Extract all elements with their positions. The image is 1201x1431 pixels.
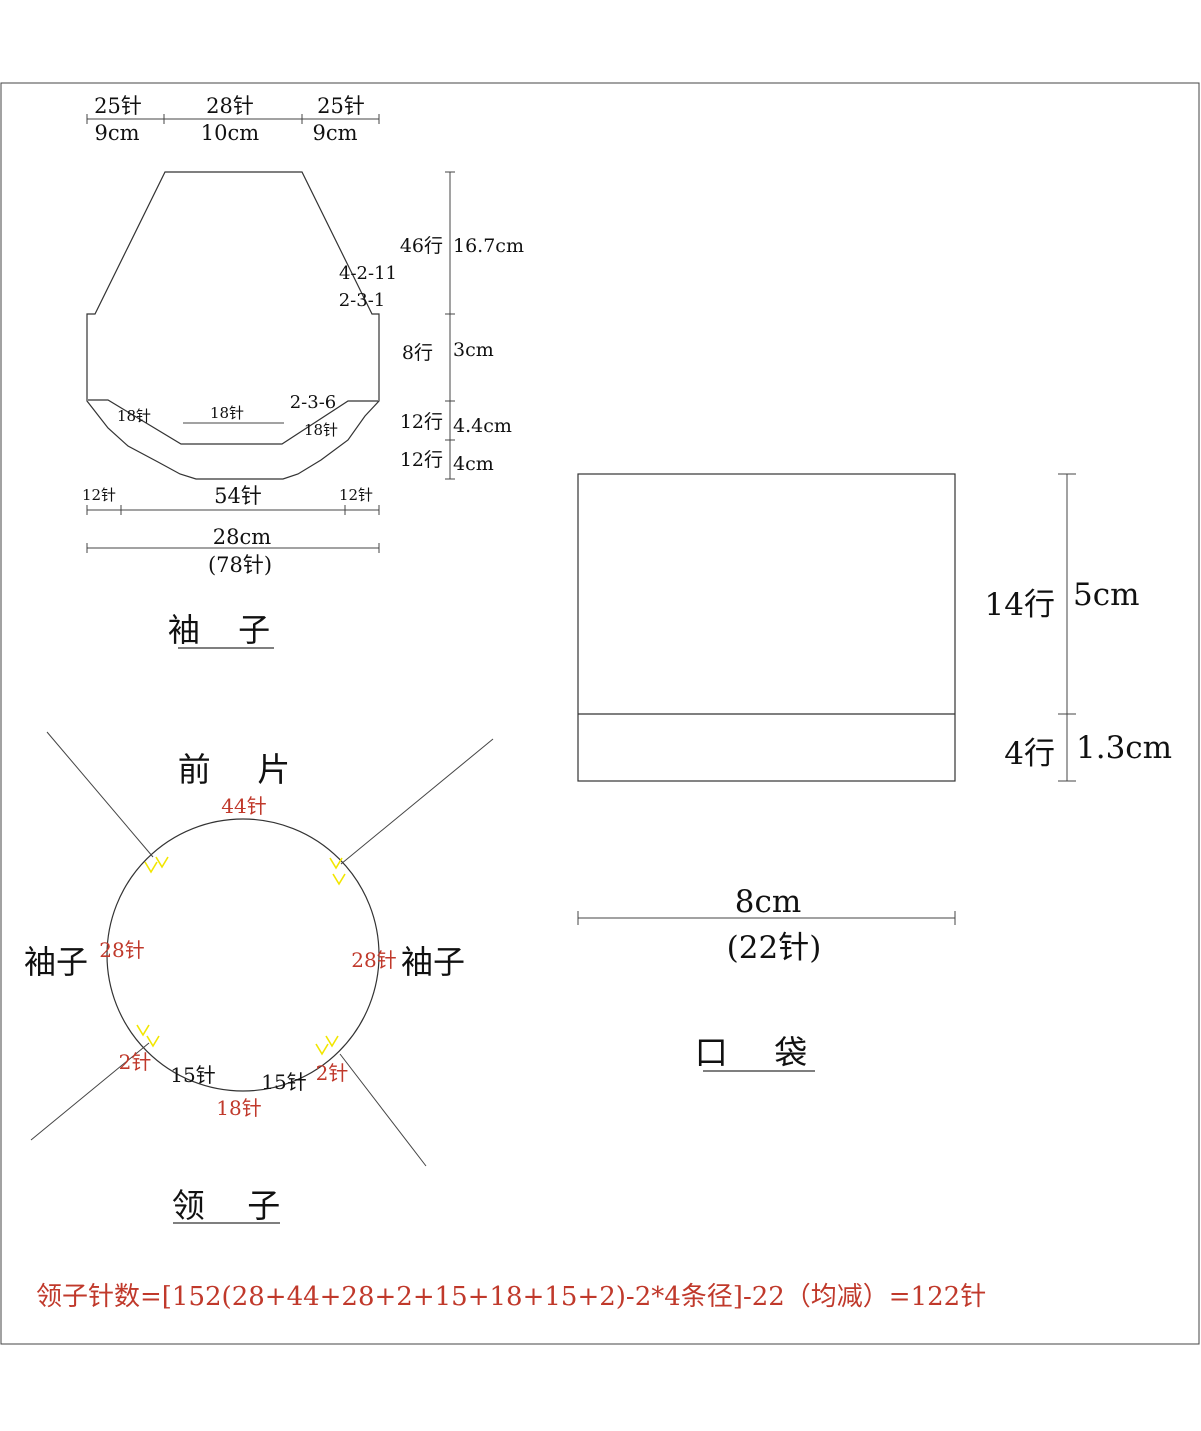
sleeve-outline xyxy=(86,171,380,480)
pocket-rows-rib: 4行 xyxy=(1004,736,1055,772)
pocket-rows-main: 14行 xyxy=(985,587,1055,623)
raglan-line-top-left xyxy=(46,731,154,858)
pocket-title: 口 袋 xyxy=(695,1033,826,1072)
collar-right-label: 袖子 xyxy=(401,943,465,981)
sleeve-inner-left: 18针 xyxy=(117,407,151,425)
collar-left-label: 袖子 xyxy=(24,943,88,981)
collar-left-count: 28针 xyxy=(99,938,144,962)
sleeve-height-3: 4.4cm xyxy=(453,415,512,437)
collar-back-left: 15针 xyxy=(170,1063,215,1087)
collar-title: 领 子 xyxy=(172,1186,297,1225)
sleeve-diagram: 25针 28针 25针 9cm 10cm 9cm 18针 18针 18针 2-3… xyxy=(82,94,524,649)
sleeve-total-count: (78针) xyxy=(208,553,272,577)
pocket-width: 8cm xyxy=(735,884,801,920)
sleeve-bottom-left: 12针 xyxy=(82,486,116,504)
sleeve-inner-right: 18针 xyxy=(304,421,338,439)
sleeve-decrease-2: 2-3-1 xyxy=(339,290,386,311)
sleeve-total-width: 28cm xyxy=(213,525,271,549)
yarn-marker-bottom-right xyxy=(315,1035,339,1056)
collar-circle xyxy=(106,818,380,1092)
sleeve-bottom-right: 12针 xyxy=(339,486,373,504)
sleeve-decrease-1: 4-2-11 xyxy=(339,263,397,284)
sleeve-top-count-left: 25针 xyxy=(94,94,142,118)
sleeve-height-2: 3cm xyxy=(453,339,494,361)
raglan-line-bottom-right xyxy=(339,1053,427,1167)
sleeve-rows-3: 12行 xyxy=(400,411,443,433)
pocket-height-main: 5cm xyxy=(1073,577,1139,613)
collar-formula: 领子针数=[152(28+44+28+2+15+18+15+2)-2*4条径]-… xyxy=(36,1282,986,1312)
sleeve-rows-1: 46行 xyxy=(400,235,443,257)
sleeve-top-width-left: 9cm xyxy=(94,121,139,145)
sleeve-top-count-mid: 28针 xyxy=(206,94,254,118)
sleeve-top-width-right: 9cm xyxy=(312,121,357,145)
yarn-marker-top-right xyxy=(329,857,346,886)
yarn-marker-top-left xyxy=(144,856,169,874)
sleeve-top-count-right: 25针 xyxy=(317,94,365,118)
sleeve-height-1: 16.7cm xyxy=(453,235,524,257)
frame-border xyxy=(0,82,1200,1345)
pocket-count: (22针) xyxy=(727,930,822,966)
collar-front-count: 44针 xyxy=(221,794,266,818)
collar-lower-left-count: 2针 xyxy=(119,1050,152,1074)
sleeve-decrease-3: 2-3-6 xyxy=(290,392,337,413)
pocket-diagram: 14行 5cm 4行 1.3cm 8cm (22针) 口 袋 xyxy=(577,473,1172,1072)
collar-diagram: 前 片 44针 袖子 28针 袖子 28针 2针 2针 15针 15针 18针 … xyxy=(24,731,494,1225)
sleeve-inner-mid: 18针 xyxy=(210,404,244,422)
sleeve-top-width-mid: 10cm xyxy=(201,121,259,145)
collar-back-right: 15针 xyxy=(261,1070,306,1094)
pocket-height-rib: 1.3cm xyxy=(1076,730,1172,766)
pocket-outline xyxy=(577,473,956,782)
sleeve-rows-2: 8行 xyxy=(402,342,433,364)
sleeve-rows-4: 12行 xyxy=(400,449,443,471)
raglan-line-top-right xyxy=(340,738,494,865)
yarn-marker-bottom-left xyxy=(136,1024,160,1048)
sleeve-title: 袖 子 xyxy=(168,611,284,649)
sleeve-bottom-mid: 54针 xyxy=(214,484,262,508)
collar-back-count: 18针 xyxy=(216,1096,261,1120)
collar-front-label: 前 片 xyxy=(178,750,309,789)
sleeve-height-4: 4cm xyxy=(453,453,494,475)
collar-lower-right-count: 2针 xyxy=(316,1061,349,1085)
raglan-line-bottom-left xyxy=(30,1042,150,1141)
collar-right-count: 28针 xyxy=(351,948,396,972)
sleeve-inner-line xyxy=(88,399,378,445)
